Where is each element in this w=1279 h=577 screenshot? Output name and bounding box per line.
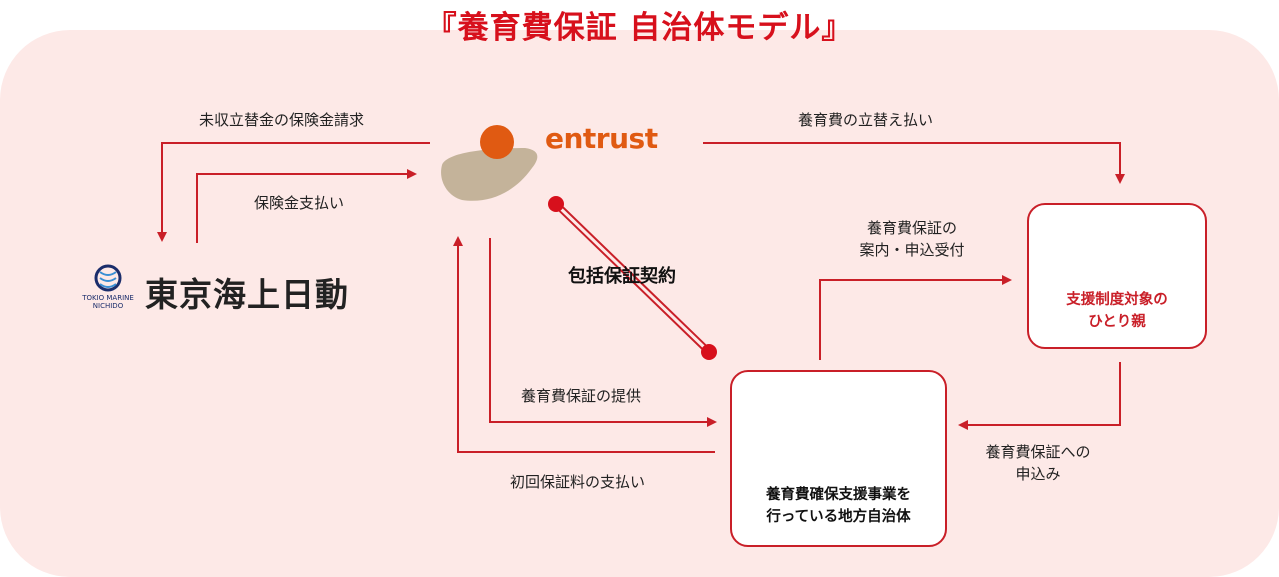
municipality-box: 養育費確保支援事業を 行っている地方自治体 xyxy=(730,370,947,547)
single-parent-box: 支援制度対象の ひとり親 xyxy=(1027,203,1207,349)
arrow-insurance-claim xyxy=(157,142,430,242)
page-title: 『養育費保証 自治体モデル』 xyxy=(425,10,854,46)
municipality-label: 養育費確保支援事業を 行っている地方自治体 xyxy=(766,487,911,525)
label-initial-fee: 初回保証料の支払い xyxy=(510,473,646,491)
contract-end-top xyxy=(548,196,564,212)
tokio-marine-logo-icon xyxy=(94,264,122,292)
label-provide-guarantee: 養育費保証の提供 xyxy=(521,387,642,405)
contract-end-bottom xyxy=(701,344,717,360)
arrow-insurance-payment xyxy=(196,169,417,243)
tokio-marine-logo-text: TOKIO MARINE NICHIDO xyxy=(82,294,134,310)
arrow-advance-payment xyxy=(703,142,1125,184)
label-advance-payment: 養育費の立替え払い xyxy=(798,111,934,129)
arrow-initial-fee xyxy=(453,236,715,453)
label-insurance-claim: 未収立替金の保険金請求 xyxy=(199,111,365,129)
single-parent-label: 支援制度対象の ひとり親 xyxy=(1066,292,1168,330)
label-guidance: 養育費保証の 案内・申込受付 xyxy=(859,219,965,259)
tokio-marine-name: 東京海上日動 xyxy=(145,275,349,314)
arrow-guidance xyxy=(819,275,1012,360)
label-insurance-payment: 保険金支払い xyxy=(254,194,345,212)
entrust-symbol-icon xyxy=(441,125,538,201)
arrow-provide-guarantee xyxy=(489,238,717,427)
entrust-logo: entrust xyxy=(545,122,658,155)
arrow-apply xyxy=(958,362,1121,430)
label-apply: 養育費保証への 申込み xyxy=(985,443,1091,483)
label-blanket-contract: 包括保証契約 xyxy=(568,266,676,287)
